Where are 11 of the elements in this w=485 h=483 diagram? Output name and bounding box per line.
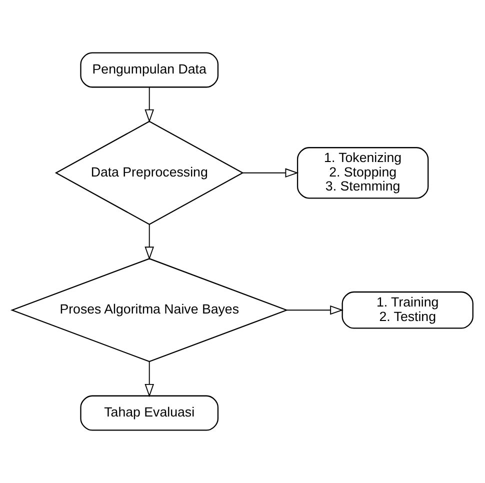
node-diamond: Data Preprocessing <box>54 120 244 225</box>
arrow <box>242 168 299 178</box>
node-diamond: Proses Algoritma Naive Bayes <box>10 258 288 362</box>
arrow <box>144 224 154 260</box>
node-box: Pengumpulan Data <box>80 52 219 88</box>
arrow <box>144 86 154 123</box>
node-box: 1. Tokenizing 2. Stopping 3. Stemming <box>296 147 429 199</box>
arrow <box>286 305 344 315</box>
node-box: 1. Training 2. Testing <box>342 291 474 329</box>
arrow <box>144 361 154 398</box>
node-box: Tahap Evaluasi <box>80 395 219 431</box>
